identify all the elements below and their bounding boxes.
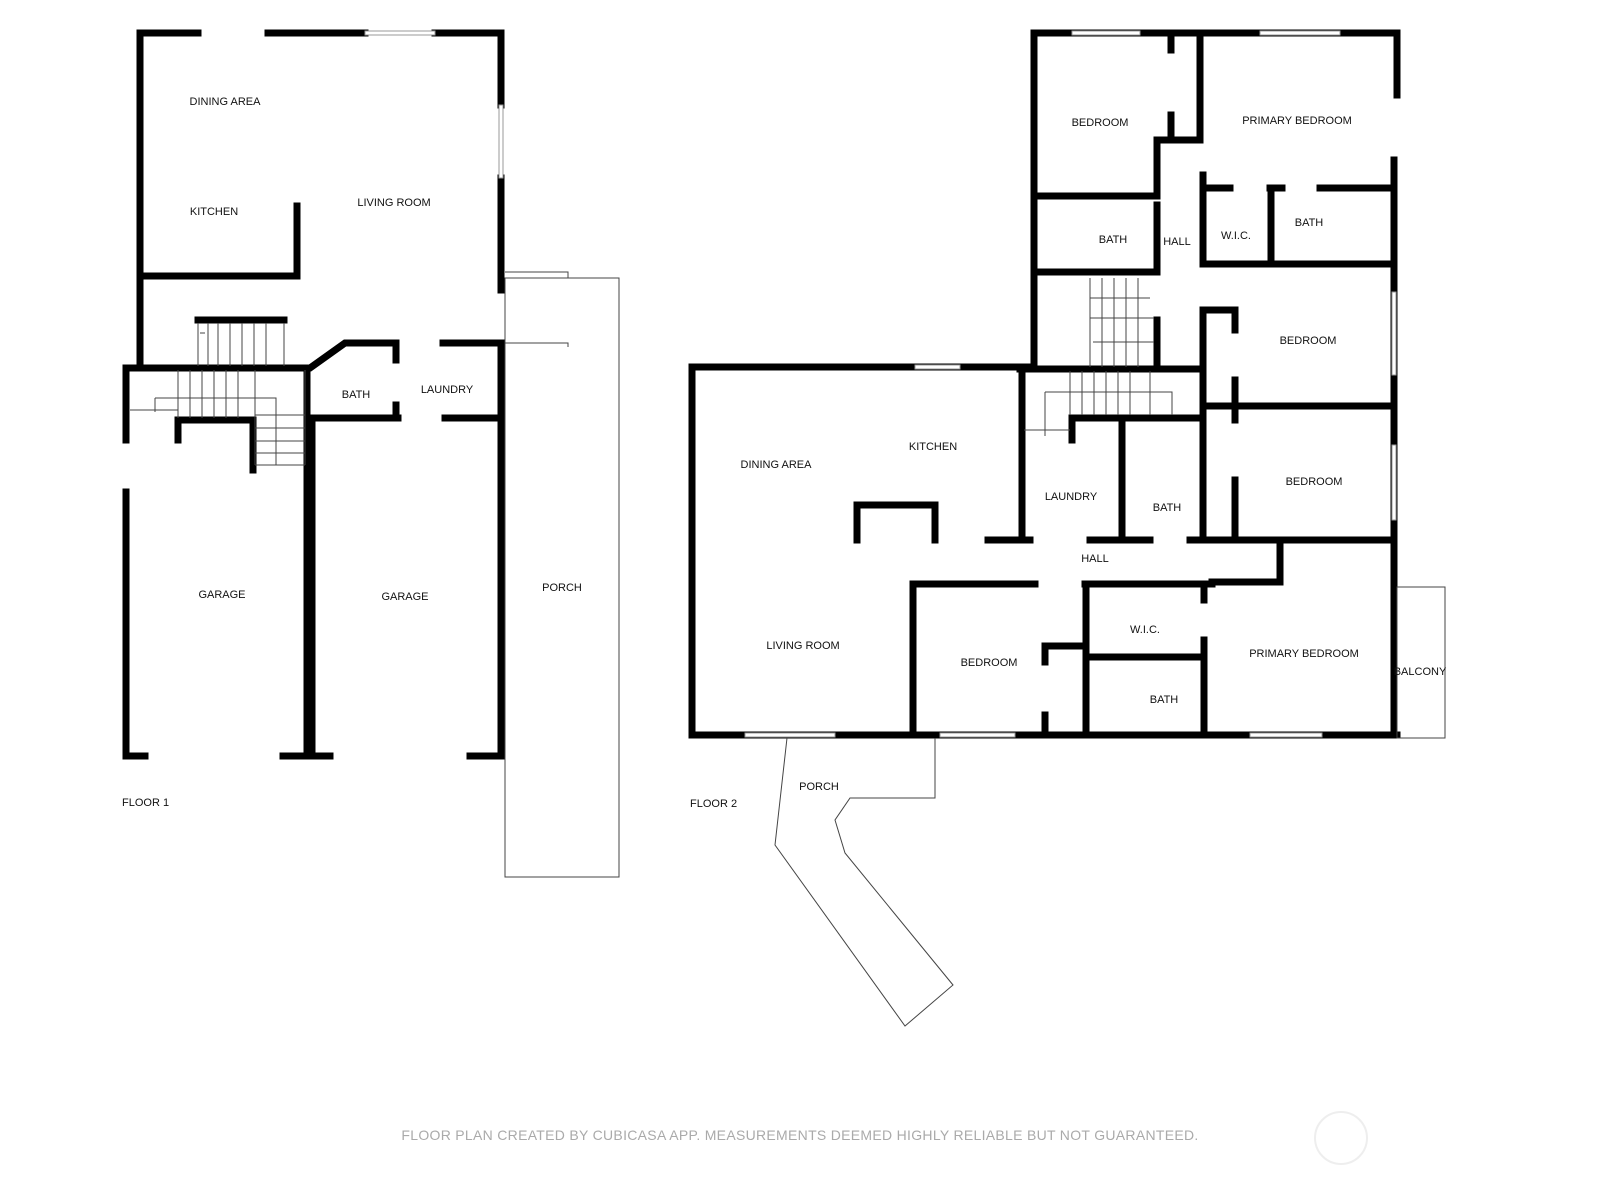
room-label: LAUNDRY <box>421 384 474 396</box>
room-label: BATH <box>1150 694 1179 706</box>
floor-2-porch <box>774 737 954 1027</box>
room-label: KITCHEN <box>190 206 238 218</box>
room-label: LIVING ROOM <box>766 640 839 652</box>
floor-1-windows <box>364 30 504 179</box>
floor-1-walls <box>122 29 505 760</box>
room-label: BALCONY <box>1394 666 1447 678</box>
footer-disclaimer: FLOOR PLAN CREATED BY CUBICASA APP. MEAS… <box>401 1127 1199 1143</box>
room-label: GARAGE <box>198 589 245 601</box>
sliding-door <box>505 271 569 347</box>
room-label: PRIMARY BEDROOM <box>1249 648 1359 660</box>
floor-1-labels: DINING AREA KITCHEN LIVING ROOM BATH LAU… <box>122 96 582 809</box>
room-label: LIVING ROOM <box>357 197 430 209</box>
floor-2-windows <box>744 30 1397 738</box>
floor-2-walls <box>688 29 1401 739</box>
room-label: GARAGE <box>381 591 428 603</box>
room-label: HALL <box>1081 553 1109 565</box>
room-label: PORCH <box>542 582 582 594</box>
floor-2-title: FLOOR 2 <box>690 798 737 810</box>
room-label: W.I.C. <box>1130 624 1160 636</box>
room-label: HALL <box>1163 236 1191 248</box>
room-label: BATH <box>342 389 371 401</box>
floor-2-stairs <box>1024 278 1173 436</box>
room-label: W.I.C. <box>1221 230 1251 242</box>
room-label: BEDROOM <box>1072 117 1129 129</box>
room-label: PORCH <box>799 781 839 793</box>
floor-1-stairs <box>130 323 306 466</box>
room-label: BEDROOM <box>1280 335 1337 347</box>
room-label: DINING AREA <box>741 459 813 471</box>
room-label: BEDROOM <box>961 657 1018 669</box>
balcony-outline <box>1396 586 1446 739</box>
floor-2-labels: BEDROOM PRIMARY BEDROOM BATH HALL W.I.C.… <box>690 115 1447 810</box>
floor-1-title: FLOOR 1 <box>122 797 169 809</box>
room-label: BEDROOM <box>1286 476 1343 488</box>
floor-1-porch <box>504 277 620 878</box>
room-label: KITCHEN <box>909 441 957 453</box>
watermark-logo <box>1314 1111 1368 1165</box>
room-label: BATH <box>1153 502 1182 514</box>
room-label: PRIMARY BEDROOM <box>1242 115 1352 127</box>
room-label: BATH <box>1295 217 1324 229</box>
room-label: DINING AREA <box>190 96 262 108</box>
room-label: BATH <box>1099 234 1128 246</box>
room-label: LAUNDRY <box>1045 491 1098 503</box>
